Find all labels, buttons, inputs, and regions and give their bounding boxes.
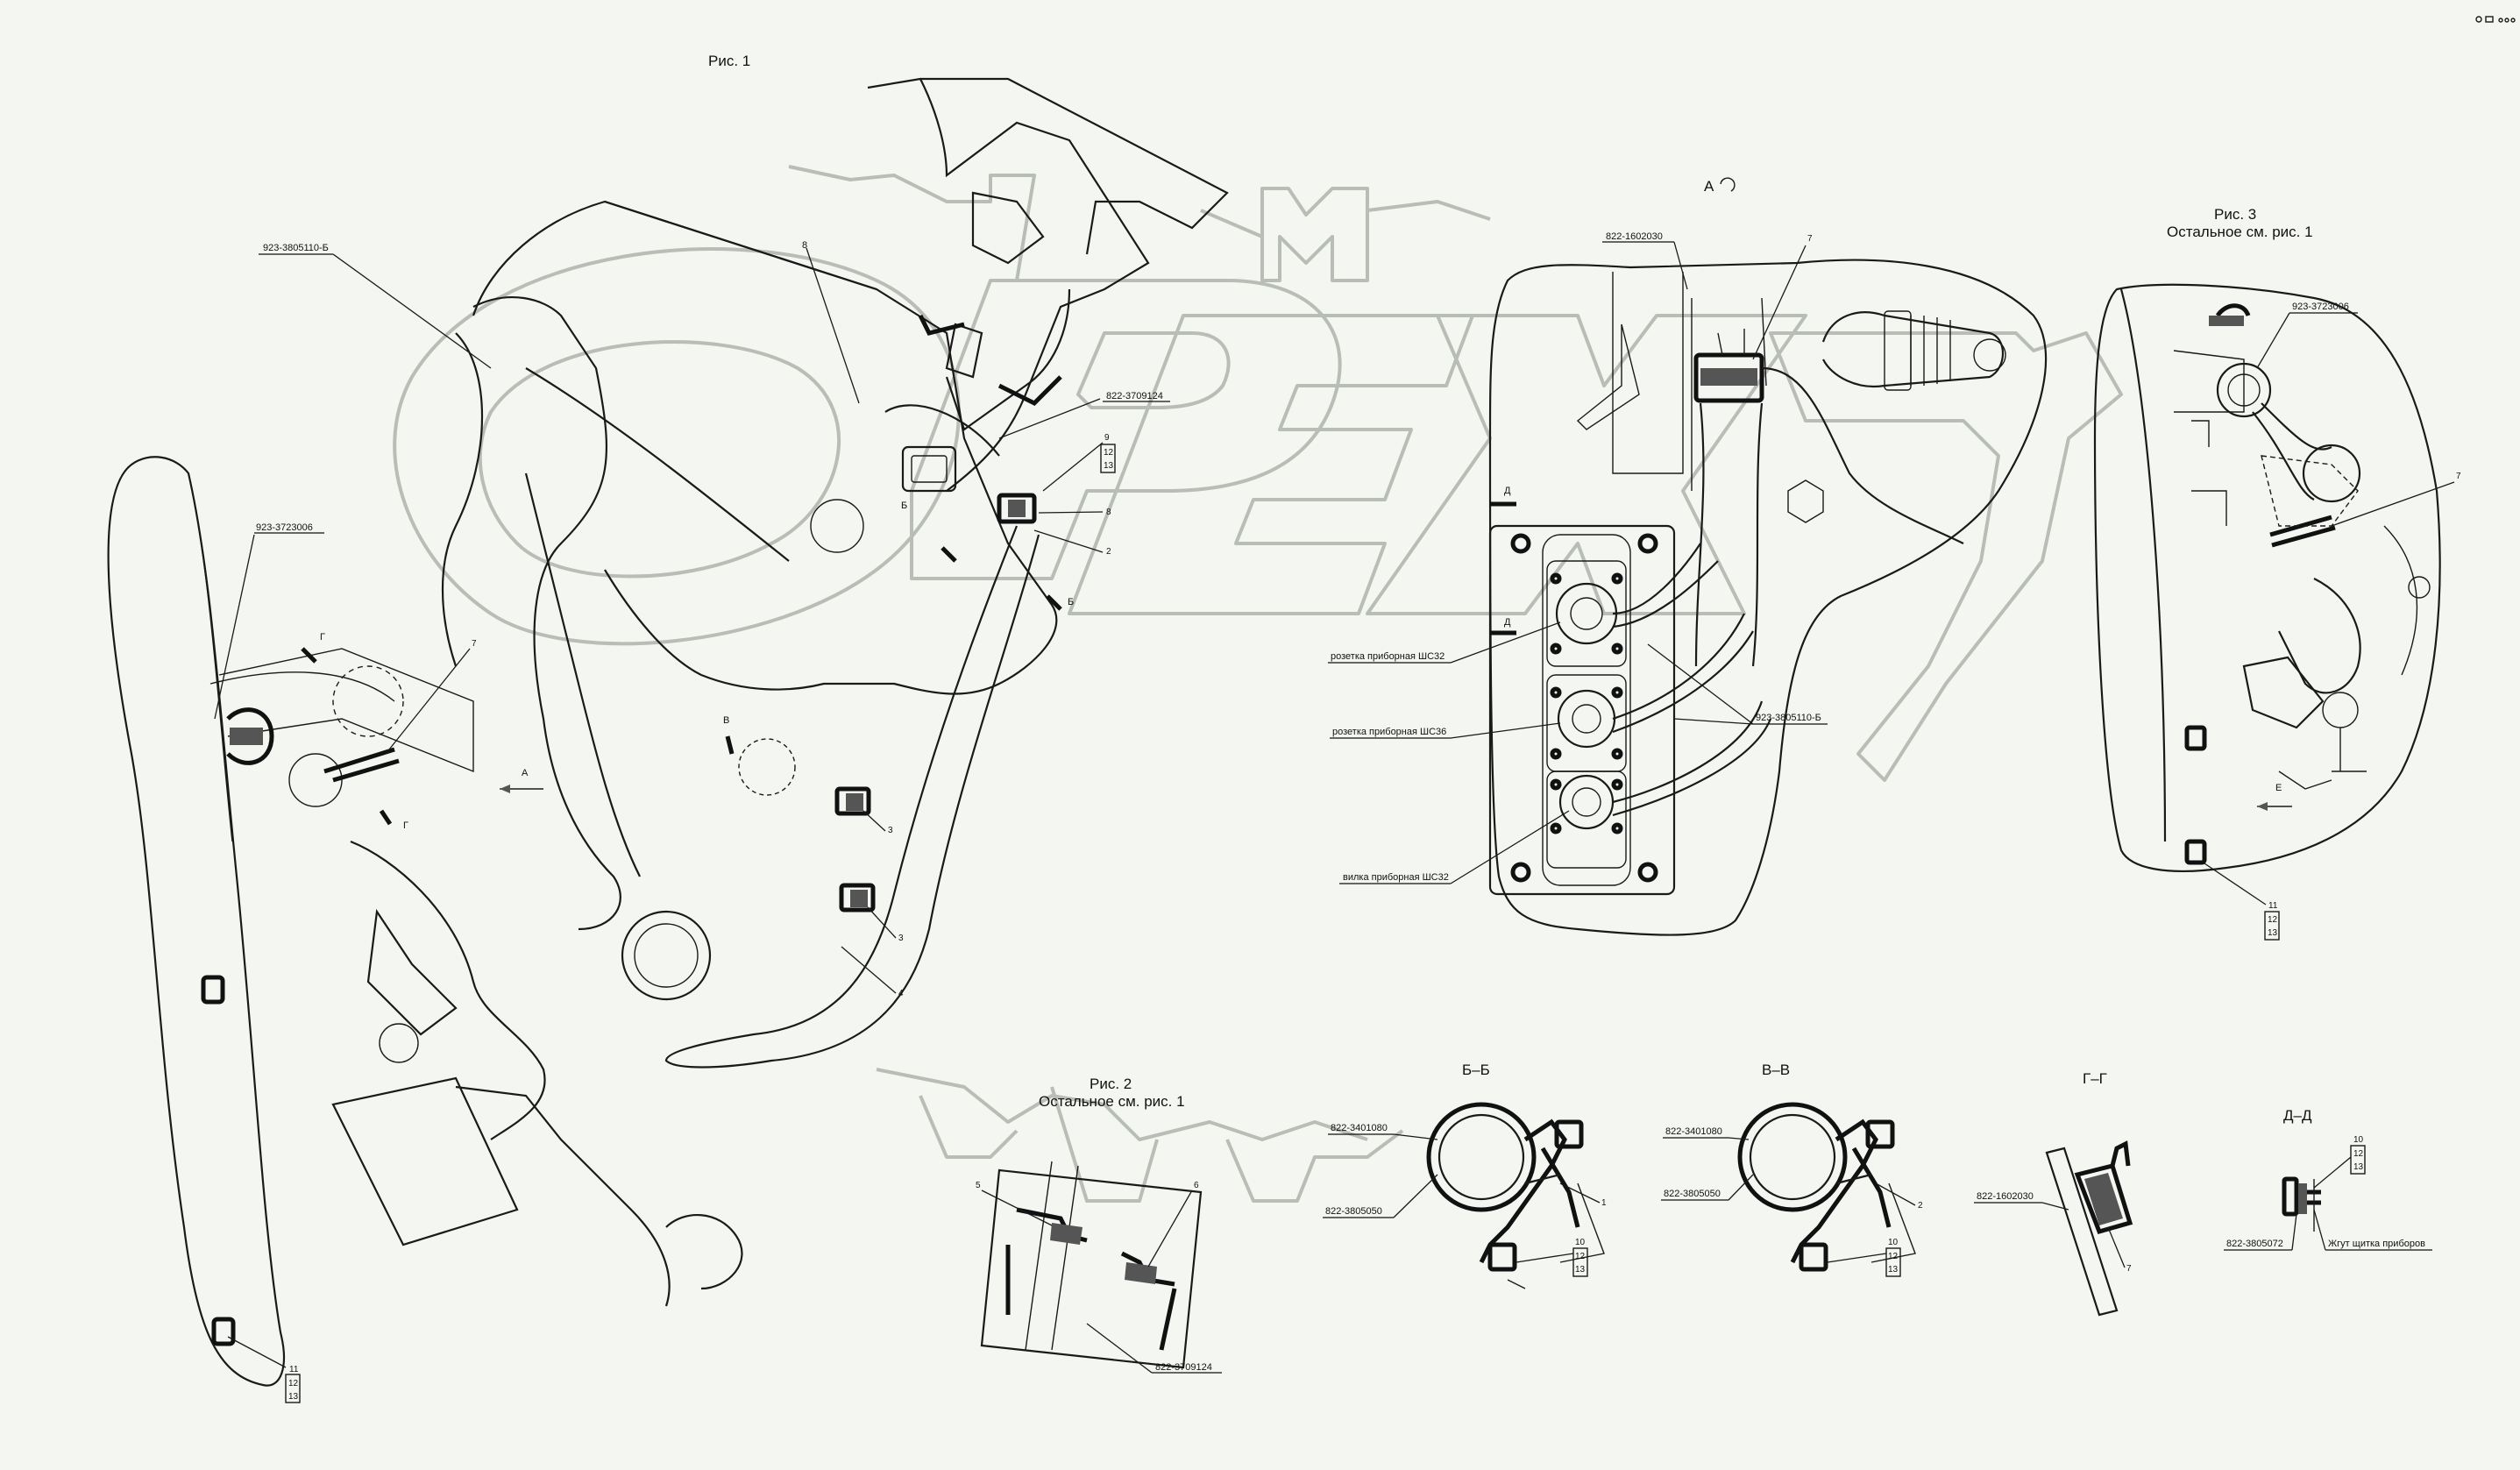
label-n11: 11 bbox=[289, 1365, 299, 1374]
view-a-labels: 822-1602030 7 Д Д розетка приборная ШС32… bbox=[1328, 231, 1828, 884]
fig2-label-n5: 5 bbox=[976, 1181, 981, 1190]
fig3-label-hose: 923-3723006 bbox=[2292, 302, 2349, 312]
view-a-label-harness: 923-3805110-Б bbox=[1756, 713, 1821, 723]
figure-3-labels: 923-3723006 7 Е 11 12 13 bbox=[2204, 302, 2461, 941]
fig2-label-n6: 6 bbox=[1194, 1181, 1199, 1190]
cut-d2: Д bbox=[1504, 617, 1511, 628]
dd-label-harness: Жгут щитка приборов bbox=[2328, 1239, 2425, 1249]
fig3-label-n11: 11 bbox=[2268, 901, 2278, 911]
dd-label-n13: 13 bbox=[2353, 1162, 2364, 1172]
bb-label-clamp: 822-3401080 bbox=[1331, 1123, 1388, 1133]
dd-label-n10: 10 bbox=[2353, 1135, 2364, 1145]
label-n3b: 3 bbox=[898, 934, 904, 943]
section-bb-title: Б–Б bbox=[1462, 1062, 1490, 1078]
figure-1 bbox=[107, 77, 1229, 1387]
label-hose: 923-3723006 bbox=[256, 522, 313, 533]
fig2-label-part: 822-3709124 bbox=[1155, 1362, 1212, 1373]
gg-label-part: 822-1602030 bbox=[1977, 1191, 2034, 1202]
label-n4: 4 bbox=[898, 989, 904, 998]
vv-label-n13: 13 bbox=[1888, 1265, 1899, 1275]
label-n12a: 12 bbox=[1104, 448, 1114, 458]
label-plug-shc32: вилка приборная ШС32 bbox=[1343, 872, 1449, 883]
section-bb: Б–Б bbox=[1426, 1062, 1605, 1289]
bb-label-n12: 12 bbox=[1575, 1252, 1586, 1261]
label-n12b: 12 bbox=[288, 1379, 299, 1388]
fig3-label-n13: 13 bbox=[2268, 928, 2278, 938]
label-socket-shc32: розетка приборная ШС32 bbox=[1331, 651, 1445, 662]
section-bb-labels: 822-3401080 822-3805050 1 10 12 13 bbox=[1323, 1123, 1607, 1277]
view-a-title: А bbox=[1704, 178, 1714, 195]
cut-d1: Д bbox=[1504, 486, 1511, 496]
cut-b1: Б bbox=[901, 501, 907, 511]
label-harness: 923-3805110-Б bbox=[263, 243, 329, 253]
section-vv-title: В–В bbox=[1762, 1062, 1790, 1078]
figure-1-labels: Рис. 1 923-3805110-Б 923-3723006 8 822-3… bbox=[214, 53, 1170, 1403]
view-a: А bbox=[1488, 177, 2048, 936]
dd-label-part: 822-3805072 bbox=[2226, 1239, 2283, 1249]
vv-label-n2: 2 bbox=[1918, 1201, 1923, 1211]
fig1-title: Рис. 1 bbox=[708, 53, 750, 69]
view-a-label-1602030: 822-1602030 bbox=[1606, 231, 1663, 242]
section-gg-labels: 822-1602030 7 bbox=[1974, 1191, 2132, 1274]
cut-g1: Г bbox=[320, 632, 325, 643]
vv-label-bracket: 822-3805050 bbox=[1664, 1189, 1721, 1199]
dd-label-n12: 12 bbox=[2353, 1149, 2364, 1159]
vv-label-n12: 12 bbox=[1888, 1252, 1899, 1261]
label-n13b: 13 bbox=[288, 1392, 299, 1402]
bb-label-n10: 10 bbox=[1575, 1238, 1586, 1247]
label-n3a: 3 bbox=[888, 826, 893, 835]
bb-label-bracket: 822-3805050 bbox=[1325, 1206, 1382, 1217]
cut-b2: Б bbox=[1068, 597, 1074, 607]
figure-2: Рис. 2 Остальное см. рис. 1 5 6 822-3709… bbox=[976, 1076, 1222, 1374]
view-a-label-n7: 7 bbox=[1807, 234, 1813, 244]
section-gg: Г–Г bbox=[2045, 1070, 2133, 1317]
socket-2 bbox=[1546, 674, 1627, 772]
label-socket-shc36: розетка приборная ШС36 bbox=[1332, 727, 1446, 737]
section-vv-labels: 822-3401080 822-3805050 2 10 12 13 bbox=[1661, 1126, 1923, 1277]
socket-1 bbox=[1546, 560, 1627, 667]
fig3-label-n7: 7 bbox=[2456, 472, 2461, 481]
arrow-a-label: А bbox=[522, 768, 529, 778]
section-dd-title: Д–Д bbox=[2283, 1107, 2312, 1124]
section-gg-title: Г–Г bbox=[2083, 1070, 2107, 1087]
figure-3: Рис. 3 Остальное см. рис. 1 bbox=[2093, 206, 2441, 873]
label-n9: 9 bbox=[1104, 433, 1110, 443]
watermark bbox=[393, 165, 2123, 1203]
vv-label-n10: 10 bbox=[1888, 1238, 1899, 1247]
gg-label-n7: 7 bbox=[2126, 1264, 2132, 1274]
bb-label-n13: 13 bbox=[1575, 1265, 1586, 1275]
cut-v: В bbox=[723, 715, 729, 726]
corner-marks bbox=[2475, 16, 2516, 23]
bb-label-n1: 1 bbox=[1601, 1198, 1607, 1208]
fig3-arrow-e: Е bbox=[2275, 783, 2282, 793]
label-n8a: 8 bbox=[802, 240, 807, 251]
label-n7: 7 bbox=[472, 639, 477, 649]
section-vv: В–В bbox=[1737, 1062, 1916, 1272]
label-n13a: 13 bbox=[1104, 461, 1114, 471]
section-dd-labels: 10 12 13 822-3805072 Жгут щитка приборов bbox=[2224, 1135, 2432, 1251]
fig2-subtitle: Остальное см. рис. 1 bbox=[1039, 1093, 1185, 1110]
cut-g2: Г bbox=[403, 820, 408, 831]
plug bbox=[1546, 771, 1627, 869]
label-n8b: 8 bbox=[1106, 508, 1111, 517]
label-822-3709124: 822-3709124 bbox=[1106, 391, 1163, 401]
fig3-subtitle: Остальное см. рис. 1 bbox=[2167, 224, 2313, 240]
vv-label-clamp: 822-3401080 bbox=[1665, 1126, 1722, 1137]
label-n2: 2 bbox=[1106, 547, 1111, 557]
fig3-label-n12: 12 bbox=[2268, 915, 2278, 925]
fig3-title: Рис. 3 bbox=[2214, 206, 2256, 223]
fig2-title: Рис. 2 bbox=[1090, 1076, 1132, 1092]
